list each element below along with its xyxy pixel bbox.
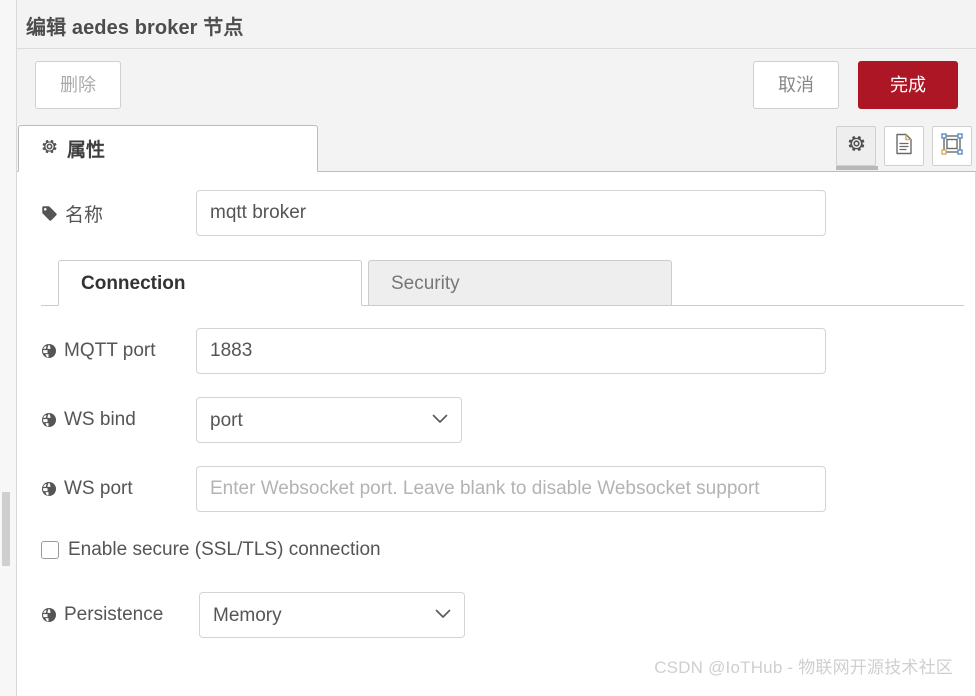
globe-icon <box>41 412 57 428</box>
gear-icon <box>847 134 866 158</box>
tab-properties-label: 属性 <box>67 140 106 161</box>
mqtt-port-label: MQTT port <box>64 340 156 361</box>
ws-bind-select-wrap: port <box>196 397 462 443</box>
delete-button[interactable]: 删除 <box>35 61 121 109</box>
node-appearance-icon <box>941 132 963 160</box>
name-label: 名称 <box>65 204 104 226</box>
form-row-ssl: Enable secure (SSL/TLS) connection <box>41 534 381 566</box>
ws-bind-label-group: WS bind <box>41 409 196 431</box>
persistence-label: Persistence <box>64 604 164 625</box>
globe-icon <box>41 481 57 497</box>
ssl-checkbox[interactable] <box>41 541 59 559</box>
persistence-label-group: Persistence <box>41 604 199 626</box>
form-row-ws-port: WS port <box>41 466 826 512</box>
persistence-select-wrap: Memory <box>199 592 465 638</box>
tab-properties[interactable]: 属性 <box>18 125 318 172</box>
document-icon <box>894 133 914 160</box>
dialog-tabbar: 属性 <box>17 120 976 172</box>
dialog-icon-buttons <box>836 126 972 170</box>
properties-form: 名称 Connection Security MQTT port <box>17 172 976 696</box>
mqtt-port-input[interactable] <box>196 328 826 374</box>
vertical-scrollbar-thumb[interactable] <box>2 492 10 566</box>
ssl-checkbox-label[interactable]: Enable secure (SSL/TLS) connection <box>68 539 381 560</box>
dialog-header: 编辑 aedes broker 节点 <box>17 0 976 49</box>
form-row-name: 名称 <box>41 190 826 236</box>
persistence-select[interactable]: Memory <box>199 592 465 638</box>
done-button[interactable]: 完成 <box>858 61 958 109</box>
gear-icon <box>41 138 58 159</box>
dialog-toolbar: 删除 取消 完成 <box>17 50 976 120</box>
watermark: CSDN @IoTHub - 物联网开源技术社区 <box>654 658 953 677</box>
ws-bind-select[interactable]: port <box>196 397 462 443</box>
description-icon-button[interactable] <box>884 126 924 166</box>
connection-security-tabs: Connection Security <box>41 260 964 306</box>
form-row-persistence: Persistence Memory <box>41 592 465 638</box>
tab-security[interactable]: Security <box>368 260 672 306</box>
tag-icon <box>41 205 58 222</box>
ws-port-label-group: WS port <box>41 478 196 500</box>
ws-port-label: WS port <box>64 478 133 499</box>
tab-connection[interactable]: Connection <box>58 260 362 306</box>
form-row-mqtt-port: MQTT port <box>41 328 826 374</box>
cancel-button[interactable]: 取消 <box>753 61 839 109</box>
mqtt-port-label-group: MQTT port <box>41 340 196 362</box>
name-label-group: 名称 <box>41 200 196 227</box>
form-row-ws-bind: WS bind port <box>41 397 462 443</box>
ws-bind-label: WS bind <box>64 409 136 430</box>
globe-icon <box>41 607 57 623</box>
globe-icon <box>41 343 57 359</box>
editor-left-gutter <box>0 0 17 696</box>
properties-icon-button[interactable] <box>836 126 878 170</box>
page-title: 编辑 aedes broker 节点 <box>26 17 244 39</box>
ws-port-input[interactable] <box>196 466 826 512</box>
name-input[interactable] <box>196 190 826 236</box>
appearance-icon-button[interactable] <box>932 126 972 166</box>
